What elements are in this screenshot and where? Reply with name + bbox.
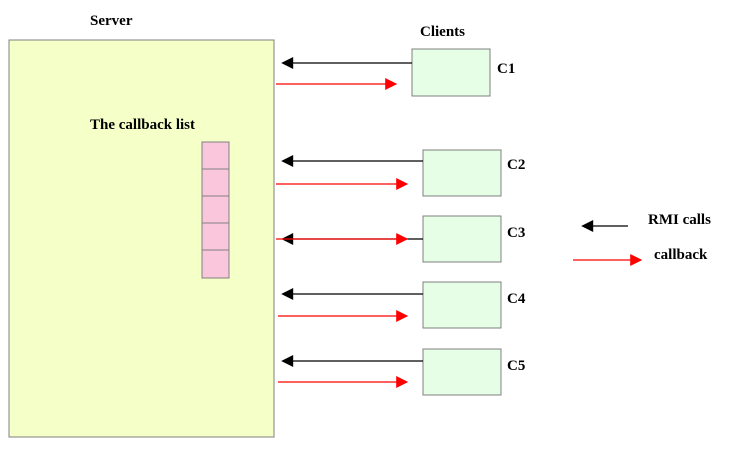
callback-list-slot [201, 222, 230, 251]
client-box [422, 348, 502, 396]
server-label: Server [90, 13, 133, 29]
legend-rmi-label: RMI calls [648, 212, 711, 228]
callback-list-label: The callback list [90, 117, 195, 133]
callback-list [201, 141, 230, 279]
client-label: C1 [497, 61, 515, 77]
client-label: C5 [507, 358, 525, 374]
client-c1: C1 [276, 48, 515, 97]
callback-list-slot [201, 195, 230, 224]
callback-list-slot [201, 141, 230, 170]
client-box [411, 48, 491, 97]
client-c5: C5 [278, 348, 525, 396]
client-c4: C4 [278, 281, 526, 329]
legend-callback-label: callback [654, 247, 708, 263]
client-box [422, 149, 502, 197]
client-label: C3 [507, 225, 525, 241]
client-c3: C3 [276, 215, 525, 263]
client-label: C4 [507, 291, 526, 307]
callback-list-slot [201, 168, 230, 197]
legend: RMI calls callback [573, 212, 711, 266]
client-c2: C2 [276, 149, 525, 197]
server-box [8, 39, 275, 438]
client-label: C2 [507, 157, 525, 173]
callback-list-slot [201, 249, 230, 279]
clients-heading: Clients [420, 24, 465, 40]
client-box [422, 281, 502, 329]
client-box [422, 215, 502, 263]
